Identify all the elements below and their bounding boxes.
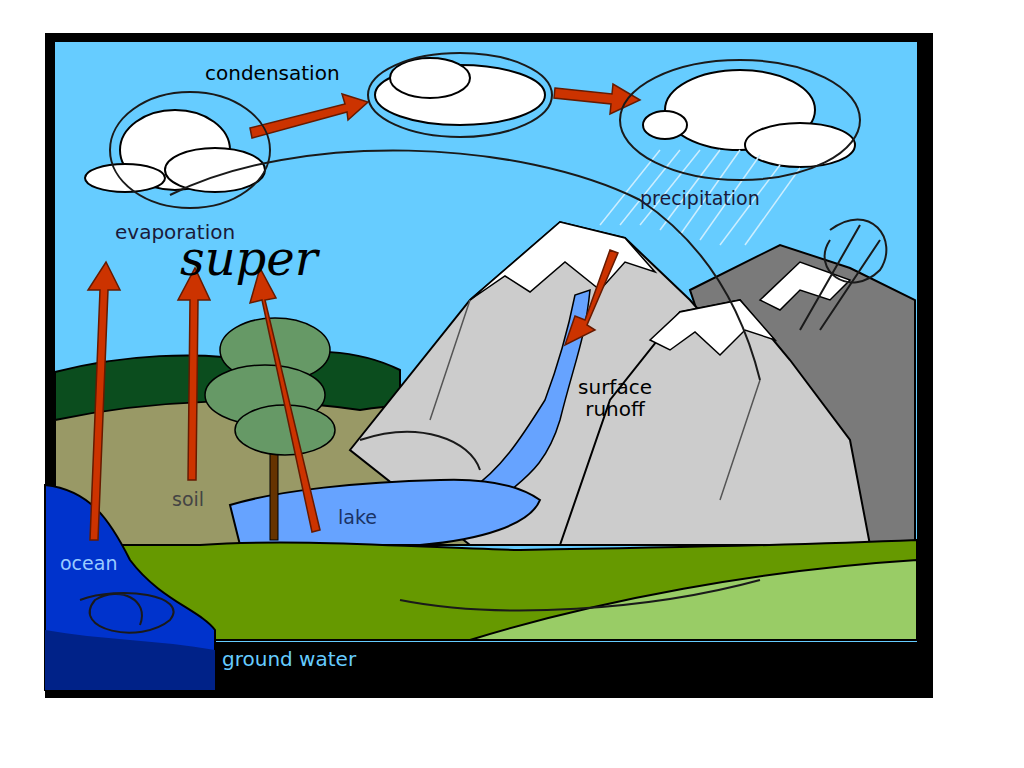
scribbles — [368, 53, 552, 137]
scribbles — [80, 593, 174, 633]
mountains — [650, 300, 775, 355]
scribbles — [825, 219, 887, 282]
foreground-land — [470, 560, 917, 640]
clouds — [643, 111, 687, 139]
scribbles — [400, 580, 760, 610]
process-arrows — [250, 94, 368, 138]
place-label: lake — [338, 507, 377, 528]
mountains — [560, 300, 870, 545]
process-arrows — [250, 268, 320, 532]
clouds — [390, 58, 470, 98]
place-label: soil — [172, 489, 204, 510]
mountains — [430, 300, 470, 420]
frame — [45, 33, 933, 698]
process-arrows — [88, 262, 120, 540]
ocean — [45, 485, 215, 690]
scribbles — [620, 60, 860, 180]
handwritten-note: super — [180, 232, 318, 285]
lake-and-river — [470, 290, 590, 500]
mountains — [720, 380, 760, 500]
clouds — [745, 123, 855, 167]
scribbles — [170, 150, 760, 380]
frame — [45, 33, 933, 698]
process-label: surface runoff — [560, 376, 670, 420]
place-label: ground water — [222, 648, 356, 670]
place-label: ocean — [60, 553, 117, 574]
process-label: precipitation — [640, 188, 760, 209]
scribbles — [80, 53, 886, 633]
process-arrows — [565, 250, 618, 345]
frame — [55, 42, 917, 642]
clouds — [85, 164, 165, 192]
tree — [205, 318, 335, 540]
scribbles — [110, 92, 270, 208]
process-label: condensation — [205, 62, 340, 84]
scribbles — [360, 432, 480, 470]
mountains — [760, 262, 850, 310]
mountains — [470, 222, 655, 300]
clouds — [85, 58, 855, 192]
ocean — [45, 630, 215, 690]
clouds — [165, 148, 265, 192]
process-arrows — [178, 268, 210, 480]
scribbles — [800, 225, 880, 330]
rain — [600, 150, 800, 245]
ocean — [45, 485, 215, 690]
process-arrows — [88, 84, 640, 540]
tree — [235, 405, 335, 455]
